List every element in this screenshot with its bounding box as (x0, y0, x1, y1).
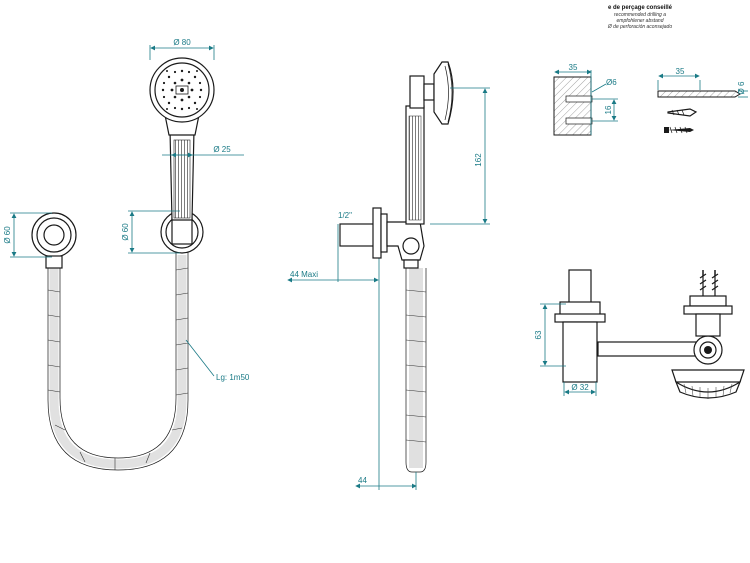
dim-max-projection: 44 Maxi (290, 270, 318, 279)
note-line-1: e de perçage conseillé (608, 5, 673, 11)
dim-hole-diameter: Ø6 (606, 78, 617, 87)
note-line-4: Ø de perforación aconsejado (607, 24, 672, 30)
hose-length-label: Lg: 1m50 (216, 373, 250, 382)
drill-detail: 35 Ø6 16 (553, 63, 618, 136)
dim-height: 162 (474, 153, 483, 167)
dim-bottom-offset: 44 (358, 476, 367, 485)
dim-base-diameter: Ø 32 (571, 383, 589, 392)
drilling-note: e de perçage conseillé recommended drill… (607, 5, 673, 30)
side-view: 1/2" 44 Maxi 162 44 (287, 61, 490, 490)
dim-head-diameter: Ø 80 (173, 38, 191, 47)
drill-bit-detail: 35 Ø 6 (657, 67, 748, 134)
top-view: 63 Ø 32 (534, 269, 745, 399)
dim-bit-width: 35 (676, 67, 685, 76)
note-line-2: recommended drilling a (614, 12, 666, 18)
dim-top-height: 63 (534, 330, 543, 339)
dim-bit-diameter: Ø 6 (737, 81, 746, 94)
note-line-3: empfohlener abstand (617, 18, 664, 24)
dim-handle-diameter: Ø 25 (213, 145, 231, 154)
dim-depth: 16 (604, 105, 613, 114)
dim-holder-diameter: Ø 60 (121, 223, 130, 241)
dim-block-width: 35 (569, 63, 578, 72)
dim-outlet-diameter: Ø 60 (3, 226, 12, 244)
dim-thread: 1/2" (338, 211, 352, 220)
front-view: Ø 80 Ø 25 Ø 60 Ø 60 Lg: 1m50 (3, 38, 250, 471)
